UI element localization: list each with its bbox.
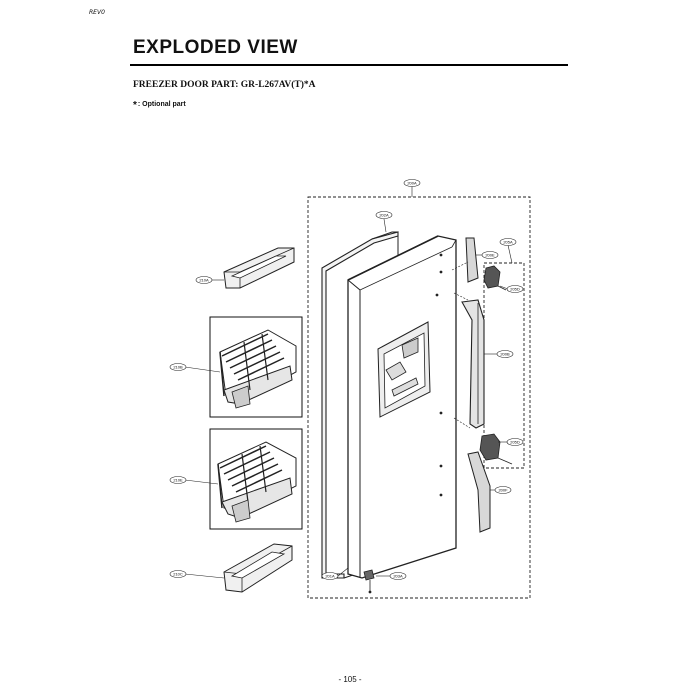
label-210e: 210E xyxy=(173,478,183,483)
label-210b: 210B xyxy=(173,365,183,370)
label-200a: 200A xyxy=(407,181,417,186)
label-200b: 200B xyxy=(500,352,510,357)
title-underline xyxy=(130,64,568,66)
label-200f: 200F xyxy=(498,488,508,493)
door-assembly-frame xyxy=(307,196,531,599)
callout-ovals xyxy=(169,179,524,580)
callout-labels: 200A 202A 205A 200E 205D 200B 205D 200F … xyxy=(173,181,520,579)
basket-box-lower xyxy=(209,428,303,530)
door-bin-210a xyxy=(223,247,295,289)
optional-part-note: *: Optional part xyxy=(133,100,186,111)
label-205d-bottom: 205D xyxy=(510,440,520,445)
page-title: EXPLODED VIEW xyxy=(133,37,298,58)
freezer-door-handle xyxy=(461,299,485,429)
screw-leaders xyxy=(451,261,471,429)
freezer-door-panel xyxy=(347,235,457,579)
label-210c: 210C xyxy=(173,572,183,577)
page-number: - 105 - xyxy=(338,675,362,684)
door-basket-210b xyxy=(219,329,297,409)
revision-mark: REV0 xyxy=(89,9,105,16)
label-200e: 200E xyxy=(485,253,495,258)
handle-bracket-top xyxy=(483,265,507,291)
door-bin-210c xyxy=(223,543,293,593)
handle-cap-bottom xyxy=(467,451,491,533)
label-203a: 203A xyxy=(393,574,403,579)
label-202a: 202A xyxy=(379,213,389,218)
optional-note-text: : Optional part xyxy=(137,101,186,108)
door-basket-210e xyxy=(217,441,297,523)
handle-cap-top xyxy=(465,237,479,283)
section-subtitle: FREEZER DOOR PART: GR-L267AV(T)*A xyxy=(133,80,316,90)
handle-bracket-bottom xyxy=(479,433,513,465)
label-201a: 201A xyxy=(325,574,335,579)
optional-star: * xyxy=(133,100,137,111)
label-205d-top: 205D xyxy=(510,287,520,292)
label-210a: 210A xyxy=(199,278,209,283)
lower-hinge-bracket xyxy=(363,569,375,594)
label-205a: 205A xyxy=(503,240,513,245)
basket-box-upper xyxy=(209,316,303,418)
